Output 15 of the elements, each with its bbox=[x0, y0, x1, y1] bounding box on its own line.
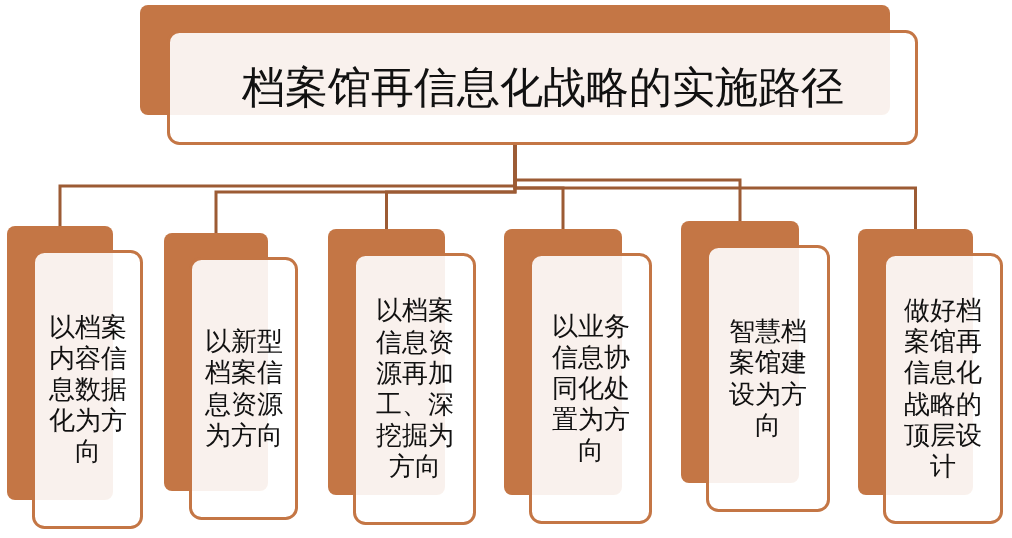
layered-card bbox=[858, 229, 1003, 524]
layered-card bbox=[328, 229, 476, 525]
item-text: 以新型档案信息资源为方向 bbox=[203, 326, 284, 451]
item-text: 做好档案馆再信息化战略的顶层设计 bbox=[903, 294, 983, 483]
item-text: 智慧档案馆建设为方向 bbox=[728, 316, 808, 441]
layered-card bbox=[164, 233, 298, 520]
connector-line bbox=[513, 145, 917, 229]
layered-card bbox=[7, 226, 143, 529]
layered-card bbox=[504, 229, 652, 524]
heading-text: 档案馆再信息化战略的实施路径 bbox=[241, 61, 844, 114]
title-card bbox=[140, 5, 918, 145]
item-text: 以档案内容信息数据化为方向 bbox=[47, 311, 128, 468]
layered-card bbox=[681, 221, 830, 512]
item-text: 以档案信息资源再加工、深挖掘为方向 bbox=[374, 295, 455, 483]
item-text: 以业务信息协同化处置为方向 bbox=[550, 310, 631, 467]
